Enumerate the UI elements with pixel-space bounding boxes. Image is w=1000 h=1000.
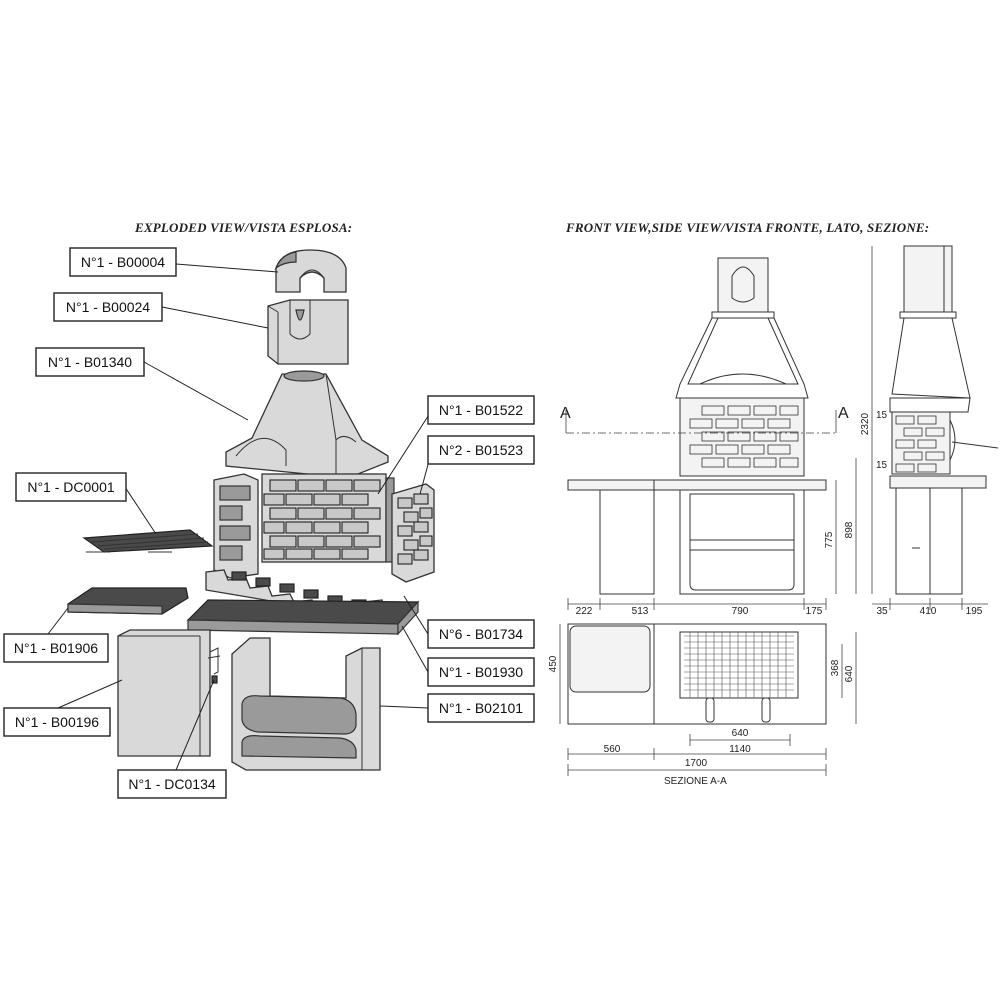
part-label: N°2 - B01523 <box>427 435 535 465</box>
section-view: 450 368 640 640 560 1140 1700 SEZIONE A-… <box>548 623 857 787</box>
part-label: N°1 - DC0134 <box>117 769 227 799</box>
section-marker-right: A <box>838 405 849 422</box>
part-label: N°1 - DC0001 <box>15 472 127 502</box>
dimension-text: 790 <box>732 606 749 617</box>
chimney-cap-part <box>274 249 347 293</box>
dimension-text: 15 <box>876 460 888 471</box>
side-shelf-part <box>67 587 189 615</box>
dimension-text: 560 <box>604 744 621 755</box>
section-marker-left: A <box>560 405 571 422</box>
front-view-heading: FRONT VIEW,SIDE VIEW/VISTA FRONTE, LATO,… <box>565 220 929 235</box>
dimension-text: 222 <box>576 606 593 617</box>
base-frame-part <box>231 637 381 771</box>
part-label: N°1 - B01930 <box>427 657 535 687</box>
part-label-text: N°1 - B01906 <box>14 640 98 656</box>
dimension-text: 195 <box>966 606 983 617</box>
section-label: SEZIONE A-A <box>664 776 727 787</box>
dimension-text: 775 <box>824 531 835 548</box>
part-label-text: N°1 - DC0134 <box>128 776 216 792</box>
part-label-text: N°1 - B00004 <box>81 254 165 270</box>
dimension-text: 410 <box>920 606 937 617</box>
part-label: N°1 - B01340 <box>35 347 145 377</box>
part-label: N°1 - B00004 <box>69 247 177 277</box>
dimension-text: 450 <box>548 655 559 672</box>
part-label-text: N°1 - B01930 <box>439 664 523 680</box>
part-label: N°1 - B01906 <box>3 633 109 663</box>
part-label: N°1 - B00196 <box>3 707 111 737</box>
part-label-text: N°1 - B00024 <box>66 299 150 315</box>
chimney-flue-part <box>267 299 349 365</box>
dimension-text: 513 <box>632 606 649 617</box>
exploded-view-heading: EXPLODED VIEW/VISTA ESPLOSA: <box>134 220 352 235</box>
part-label-text: N°6 - B01734 <box>439 626 523 642</box>
part-label-text: N°1 - B01340 <box>48 354 132 370</box>
part-label: N°6 - B01734 <box>427 619 535 649</box>
grill-grate-part <box>82 529 214 553</box>
dimension-text: 175 <box>806 606 823 617</box>
part-label: N°1 - B02101 <box>427 693 535 723</box>
leader-lines <box>47 263 433 771</box>
dimension-text: 368 <box>830 659 841 676</box>
part-label-text: N°1 - B01522 <box>439 402 523 418</box>
part-label: N°1 - B01522 <box>427 395 535 425</box>
dimension-text: 1700 <box>685 758 708 769</box>
part-label-text: N°1 - B00196 <box>15 714 99 730</box>
part-label-text: N°1 - DC0001 <box>27 479 115 495</box>
hinge-part <box>207 647 221 684</box>
front-view: A A 775 898 222 513 790 175 <box>560 257 857 617</box>
dimension-text: 640 <box>732 728 749 739</box>
back-wall-part <box>261 473 395 563</box>
dimension-text: 35 <box>876 606 888 617</box>
part-label: N°1 - B00024 <box>53 292 163 322</box>
dimension-text: 15 <box>876 410 888 421</box>
side-view: 2320 15 15 35 410 195 <box>860 245 999 617</box>
side-panel-part <box>117 629 211 757</box>
back-wall-bricks <box>263 479 381 560</box>
right-side-wall-part <box>391 483 435 583</box>
exploded-view: N°1 - B00004 N°1 - B00024 N°1 - B01340 N… <box>3 247 535 799</box>
dimension-text: 898 <box>844 521 855 538</box>
dimension-text: 2320 <box>860 412 871 435</box>
part-label-text: N°1 - B02101 <box>439 700 523 716</box>
hood-part <box>225 370 389 479</box>
dimension-text: 1140 <box>729 744 751 755</box>
part-label-text: N°2 - B01523 <box>439 442 523 458</box>
left-side-wall-part <box>213 473 259 579</box>
countertop-part <box>186 599 420 636</box>
dimension-text: 640 <box>844 665 855 682</box>
